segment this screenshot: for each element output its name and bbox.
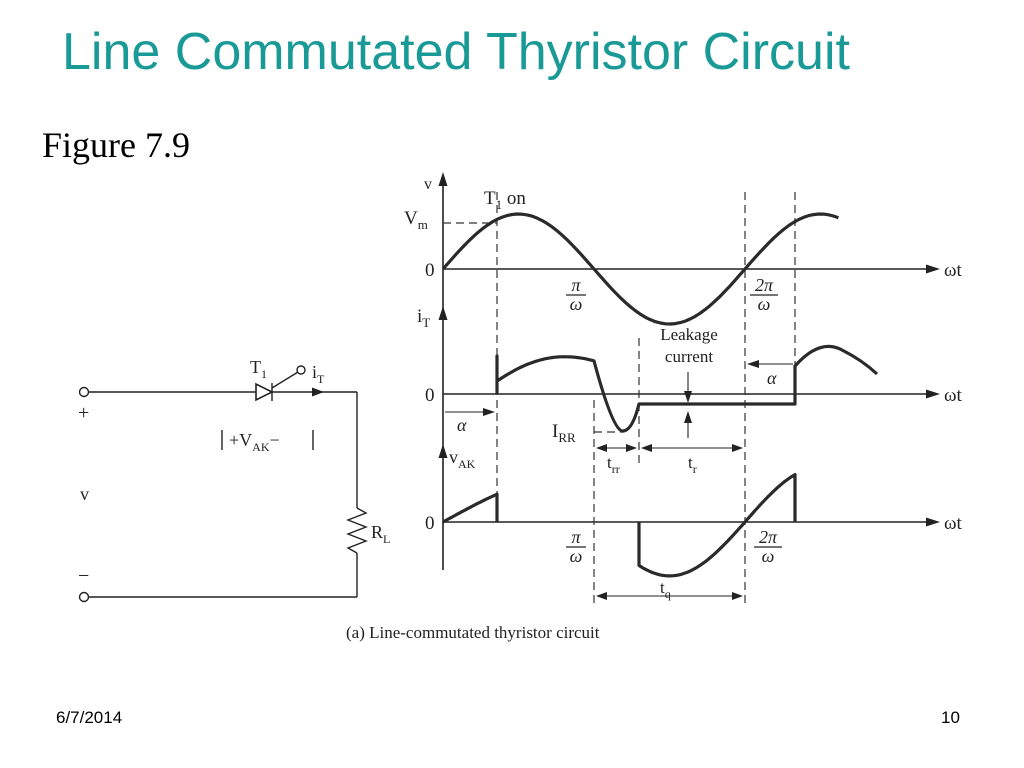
leakage-label-line1: Leakage (660, 325, 718, 344)
vak-axis-arrow (438, 444, 448, 458)
two-pi-over-omega-label-top: 2π ω (750, 275, 778, 314)
input-terminal-bottom (78, 591, 90, 603)
trr-left-head (596, 444, 607, 452)
load-label: RL (371, 522, 390, 546)
leakage-pointer-top-head (684, 391, 692, 403)
input-terminal-top (78, 386, 90, 398)
thyristor-label: T1 (250, 357, 267, 381)
it-omega-t-label: ωt (944, 385, 963, 406)
it-time-arrow (926, 389, 940, 399)
omega-denominator: ω (758, 294, 771, 314)
v-zero-label: 0 (425, 260, 435, 281)
page-number: 10 (941, 708, 960, 727)
pi-numerator: π (571, 527, 581, 547)
t1-on-label: T1 on (484, 188, 526, 212)
trr-right-head (626, 444, 637, 452)
alpha-dimension-2-head (747, 360, 759, 368)
anode-cathode-voltage-waveform (442, 473, 797, 578)
waveform-diagram: v Vm T1 on 0 ωt π ω 2π ω iT Leakage curr… (404, 172, 963, 604)
alpha-label-2: α (767, 368, 777, 388)
plus-sign: + (78, 402, 89, 424)
it-zero-label: 0 (425, 385, 435, 406)
tr-right-head (732, 444, 743, 452)
figure-label: Figure 7.9 (42, 125, 190, 165)
current-label: iT (312, 362, 325, 386)
leakage-pointer-bottom-head (684, 411, 692, 423)
alpha-dimension-head (483, 408, 495, 416)
pi-over-omega-label-top: π ω (566, 275, 586, 314)
v-axis-arrow (438, 172, 448, 186)
it-axis-label: iT (417, 306, 430, 330)
omega-denominator: ω (570, 546, 583, 566)
pi-over-omega-label-bottom: π ω (566, 527, 586, 566)
omega-denominator: ω (570, 294, 583, 314)
supply-voltage-waveform (441, 212, 839, 326)
vak-zero-label: 0 (425, 513, 435, 534)
it-axis-arrow (438, 306, 448, 320)
tq-left-head (596, 592, 607, 600)
tr-left-head (641, 444, 652, 452)
gate-lead (271, 371, 299, 389)
tr-label: tr (688, 453, 697, 476)
v-time-arrow (926, 264, 940, 274)
tq-label: tq (660, 578, 671, 601)
vak-time-arrow (926, 517, 940, 527)
irr-label: IRR (552, 421, 576, 445)
minus-sign: − (78, 565, 89, 587)
slide-date: 6/7/2014 (56, 708, 123, 727)
v-axis-label: v (424, 176, 432, 193)
two-pi-numerator: 2π (755, 275, 774, 295)
load-resistor-symbol (346, 507, 368, 554)
thyristor-current-waveform (495, 344, 879, 433)
vm-label: Vm (404, 208, 428, 232)
source-label: v (80, 484, 89, 504)
leakage-label-line2: current (665, 347, 713, 366)
v-omega-t-label: ωt (944, 260, 963, 281)
thyristor-symbol (255, 382, 274, 402)
slide-title: Line Commutated Thyristor Circuit (62, 23, 850, 81)
omega-denominator: ω (762, 546, 775, 566)
current-arrow-head (312, 387, 324, 397)
two-pi-over-omega-label-bottom: 2π ω (754, 527, 782, 566)
alpha-label: α (457, 415, 467, 435)
trr-label: trr (607, 453, 620, 476)
vak-omega-t-label: ωt (944, 513, 963, 534)
vak-axis-label: vAK (449, 447, 476, 471)
figure-caption: (a) Line-commutated thyristor circuit (346, 623, 600, 642)
pi-numerator: π (571, 275, 581, 295)
vak-label: +VAK− (229, 430, 280, 454)
circuit-diagram: T1 iT +VAK− + v − RL (78, 357, 390, 603)
gate-terminal (296, 365, 306, 375)
two-pi-numerator: 2π (759, 527, 778, 547)
tq-right-head (732, 592, 743, 600)
